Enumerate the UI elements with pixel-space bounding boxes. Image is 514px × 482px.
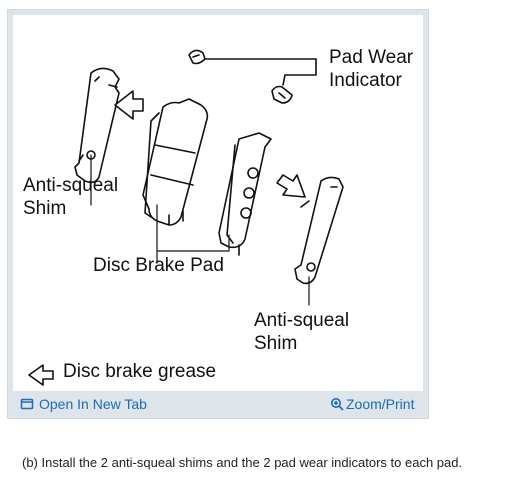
disc-brake-pad-2-icon [218, 132, 272, 256]
leader-line-indicator-bottom [282, 58, 317, 86]
open-new-tab-icon [20, 397, 34, 411]
figure-frame: Pad Wear Indicator Anti-squeal Shim Disc… [7, 9, 429, 419]
label-anti-squeal-shim-right: Anti-squeal Shim [254, 310, 350, 354]
figure-caption: (b) Install the 2 anti-squeal shims and … [22, 455, 463, 470]
label-disc-brake-pad: Disc Brake Pad [93, 255, 224, 276]
grease-legend-arrow-icon [28, 364, 54, 386]
right-arrow-icon [276, 174, 306, 198]
left-anti-squeal-shim-icon [74, 67, 120, 184]
zoom-print-link[interactable]: Zoom/Print [330, 395, 414, 413]
diagram-image[interactable]: Pad Wear Indicator Anti-squeal Shim Disc… [13, 15, 423, 391]
right-anti-squeal-shim-icon [294, 176, 344, 285]
left-arrow-icon [114, 90, 144, 120]
pad-wear-indicator-bottom-icon [271, 85, 293, 104]
open-in-new-tab-link[interactable]: Open In New Tab [20, 395, 147, 413]
zoom-print-label: Zoom/Print [346, 396, 415, 412]
brake-pad-diagram [28, 49, 344, 386]
label-disc-brake-grease: Disc brake grease [63, 361, 217, 382]
leader-line-disc-brake-pad [156, 204, 230, 252]
label-anti-squeal-shim-left: Anti-squeal Shim [23, 175, 119, 219]
disc-brake-pad-1-icon [142, 98, 209, 226]
figure-toolbar: Open In New Tab Zoom/Print [8, 391, 428, 418]
label-pad-wear-indicator: Pad Wear Indicator [329, 47, 414, 91]
pad-wear-indicator-top-icon [188, 49, 206, 65]
open-in-new-tab-label: Open In New Tab [39, 396, 147, 412]
zoom-icon [330, 397, 344, 411]
